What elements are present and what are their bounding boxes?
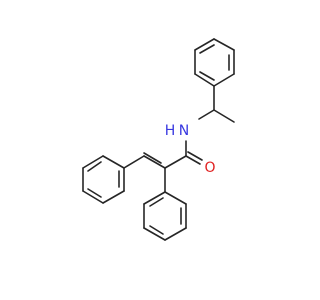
bond: [164, 227, 187, 241]
alkene-bond: [143, 155, 166, 169]
atom-label-hydrogen: H: [165, 123, 176, 139]
atom-label-oxygen: O: [204, 160, 215, 176]
bond: [143, 227, 166, 241]
bond: [164, 191, 187, 205]
double-bond-inner: [149, 225, 164, 235]
bond: [82, 190, 104, 204]
bond-ch-to-n: [198, 109, 215, 120]
bond: [194, 38, 215, 51]
phenyl-ring-top: [194, 38, 235, 87]
chemical-structure-diagram: H N O: [0, 0, 300, 300]
atom-label-nitrogen: N: [179, 123, 189, 139]
bond: [194, 73, 215, 87]
double-bond-inner: [199, 44, 215, 54]
bond-carbonyl-to-alpha: [164, 155, 187, 169]
bond: [82, 155, 104, 169]
phenyl-ring-left: [82, 155, 125, 204]
carbonyl-bond: [185, 155, 201, 165]
bond: [102, 190, 125, 204]
bond-beta-to-ring: [123, 155, 145, 169]
bond: [102, 155, 125, 169]
alkene-double-bond: [143, 152, 162, 164]
phenyl-ring-bottom: [143, 191, 187, 241]
double-bond-inner: [87, 188, 102, 198]
bond: [213, 73, 235, 87]
bond: [213, 38, 235, 51]
bond: [143, 191, 166, 205]
bond-ch-to-methyl: [213, 109, 235, 123]
double-bond-inner: [87, 161, 102, 172]
carbonyl-double-bond: [187, 151, 203, 161]
double-bond-inner: [199, 71, 215, 81]
diagram-background: [0, 0, 300, 300]
double-bond-inner: [149, 197, 164, 207]
